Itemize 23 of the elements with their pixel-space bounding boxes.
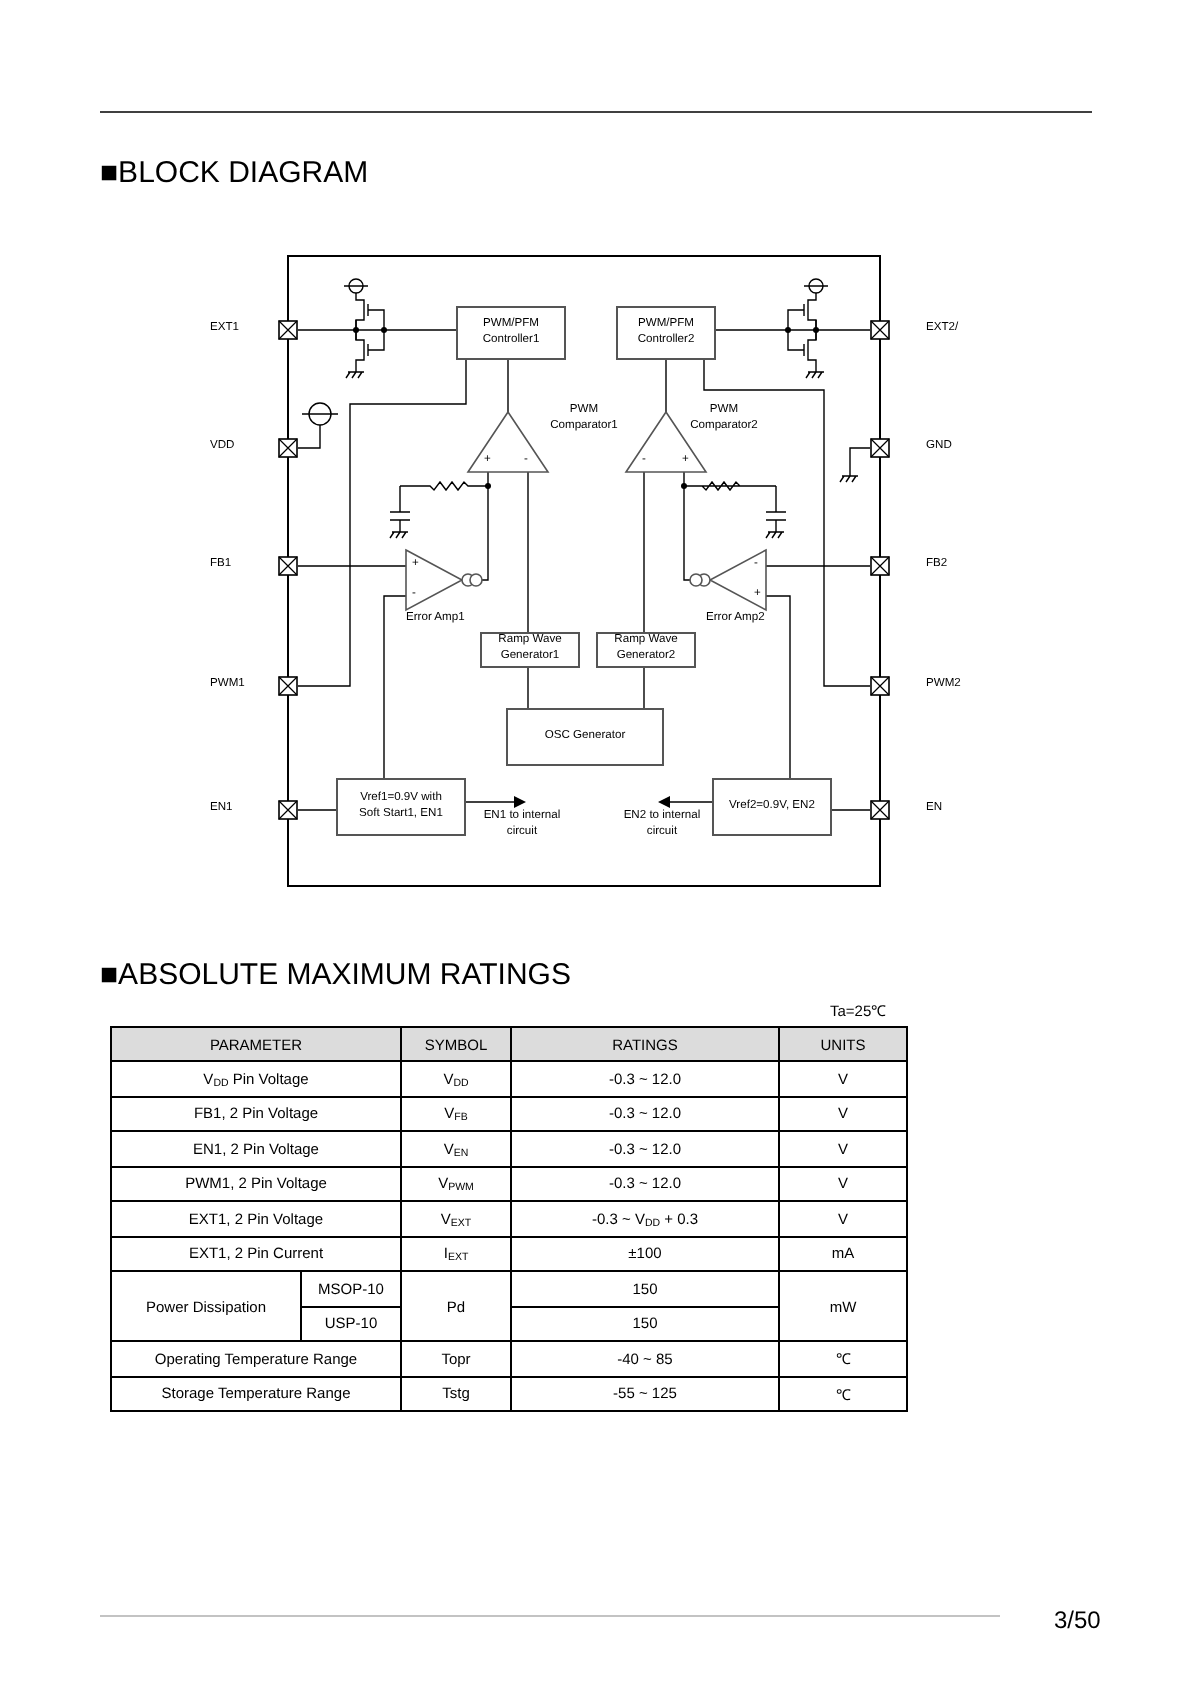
connection-line bbox=[297, 359, 467, 687]
connection-line bbox=[383, 595, 407, 779]
connection-line bbox=[297, 565, 407, 567]
connection-line bbox=[507, 359, 509, 413]
connection-line bbox=[665, 359, 667, 413]
connection-line bbox=[297, 809, 337, 811]
arrow bbox=[465, 796, 526, 808]
section-heading: ■ABSOLUTE MAXIMUM RATINGS bbox=[100, 958, 571, 992]
connection-line bbox=[831, 809, 871, 811]
connection-line bbox=[765, 595, 791, 779]
connection-line bbox=[703, 359, 871, 687]
connection-line bbox=[481, 471, 489, 581]
connection-line bbox=[297, 329, 457, 331]
connection-line bbox=[715, 329, 871, 331]
connection-line bbox=[527, 667, 529, 709]
section-heading: ■BLOCK DIAGRAM bbox=[100, 156, 369, 190]
connection-line bbox=[527, 471, 529, 633]
connection-line bbox=[643, 471, 645, 633]
connection-line bbox=[643, 667, 645, 709]
connection-line bbox=[765, 565, 871, 567]
page-number: 3/50 bbox=[1054, 1606, 1101, 1634]
connection-line bbox=[683, 471, 691, 581]
arrow bbox=[658, 796, 713, 808]
